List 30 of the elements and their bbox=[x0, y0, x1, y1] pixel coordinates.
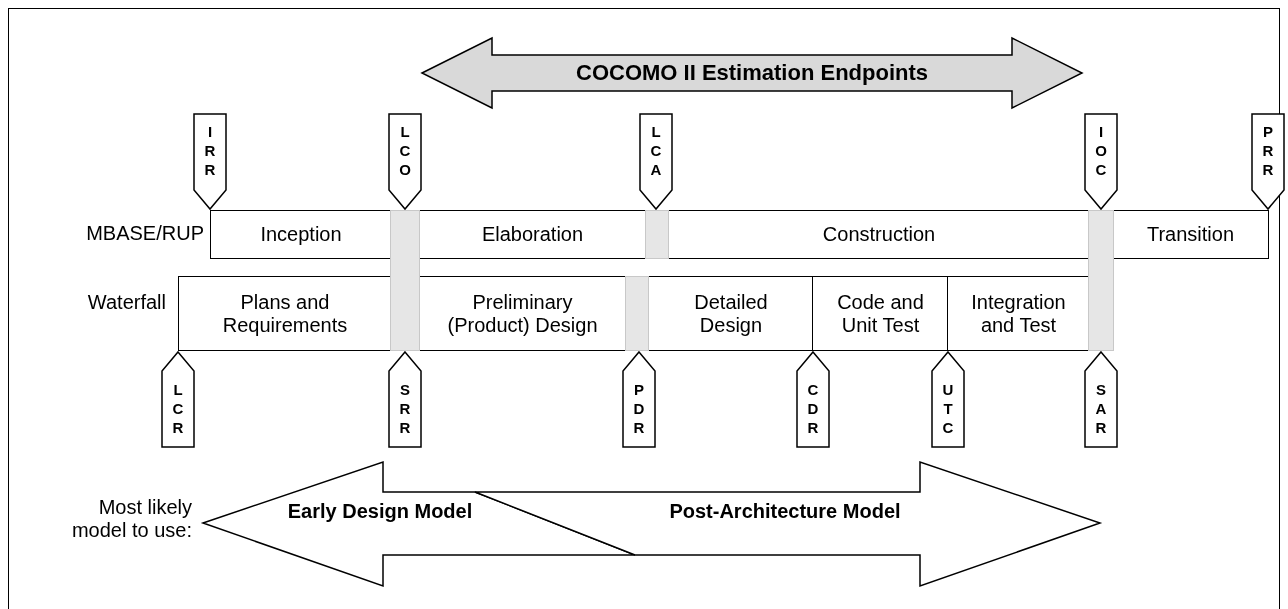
phase-box: Transition bbox=[1112, 210, 1269, 259]
milestone-flag: SAR bbox=[1084, 351, 1118, 448]
milestone-flag: CDR bbox=[796, 351, 830, 448]
phase-box: Preliminary (Product) Design bbox=[418, 276, 627, 351]
phase-box: Elaboration bbox=[418, 210, 647, 259]
milestone-bar bbox=[625, 276, 649, 351]
milestone-flag: SRR bbox=[388, 351, 422, 448]
milestone-flag: LCA bbox=[639, 113, 673, 210]
phase-box: Inception bbox=[210, 210, 392, 259]
row-label: MBASE/RUP bbox=[85, 222, 204, 245]
milestone-flag: PRR bbox=[1251, 113, 1285, 210]
model-banner: Early Design Model bbox=[203, 462, 635, 586]
milestone-flag: PDR bbox=[622, 351, 656, 448]
phase-box: Detailed Design bbox=[648, 276, 814, 351]
phase-box: Code and Unit Test bbox=[812, 276, 949, 351]
row-label: Waterfall bbox=[86, 291, 166, 314]
model-banner: Post-Architecture Model bbox=[475, 462, 1100, 586]
milestone-flag: LCO bbox=[388, 113, 422, 210]
phase-box: Integration and Test bbox=[947, 276, 1090, 351]
double-headed-arrow: COCOMO II Estimation Endpoints bbox=[422, 38, 1082, 108]
milestone-flag: IOC bbox=[1084, 113, 1118, 210]
milestone-flag: UTC bbox=[931, 351, 965, 448]
phase-box: Construction bbox=[668, 210, 1090, 259]
milestone-bar bbox=[390, 210, 420, 351]
milestone-bar bbox=[645, 210, 669, 259]
phase-box: Plans and Requirements bbox=[178, 276, 392, 351]
row-label: Most likely model to use: bbox=[70, 496, 192, 542]
milestone-flag: LCR bbox=[161, 351, 195, 448]
milestone-bar bbox=[1088, 210, 1114, 351]
milestone-flag: IRR bbox=[193, 113, 227, 210]
